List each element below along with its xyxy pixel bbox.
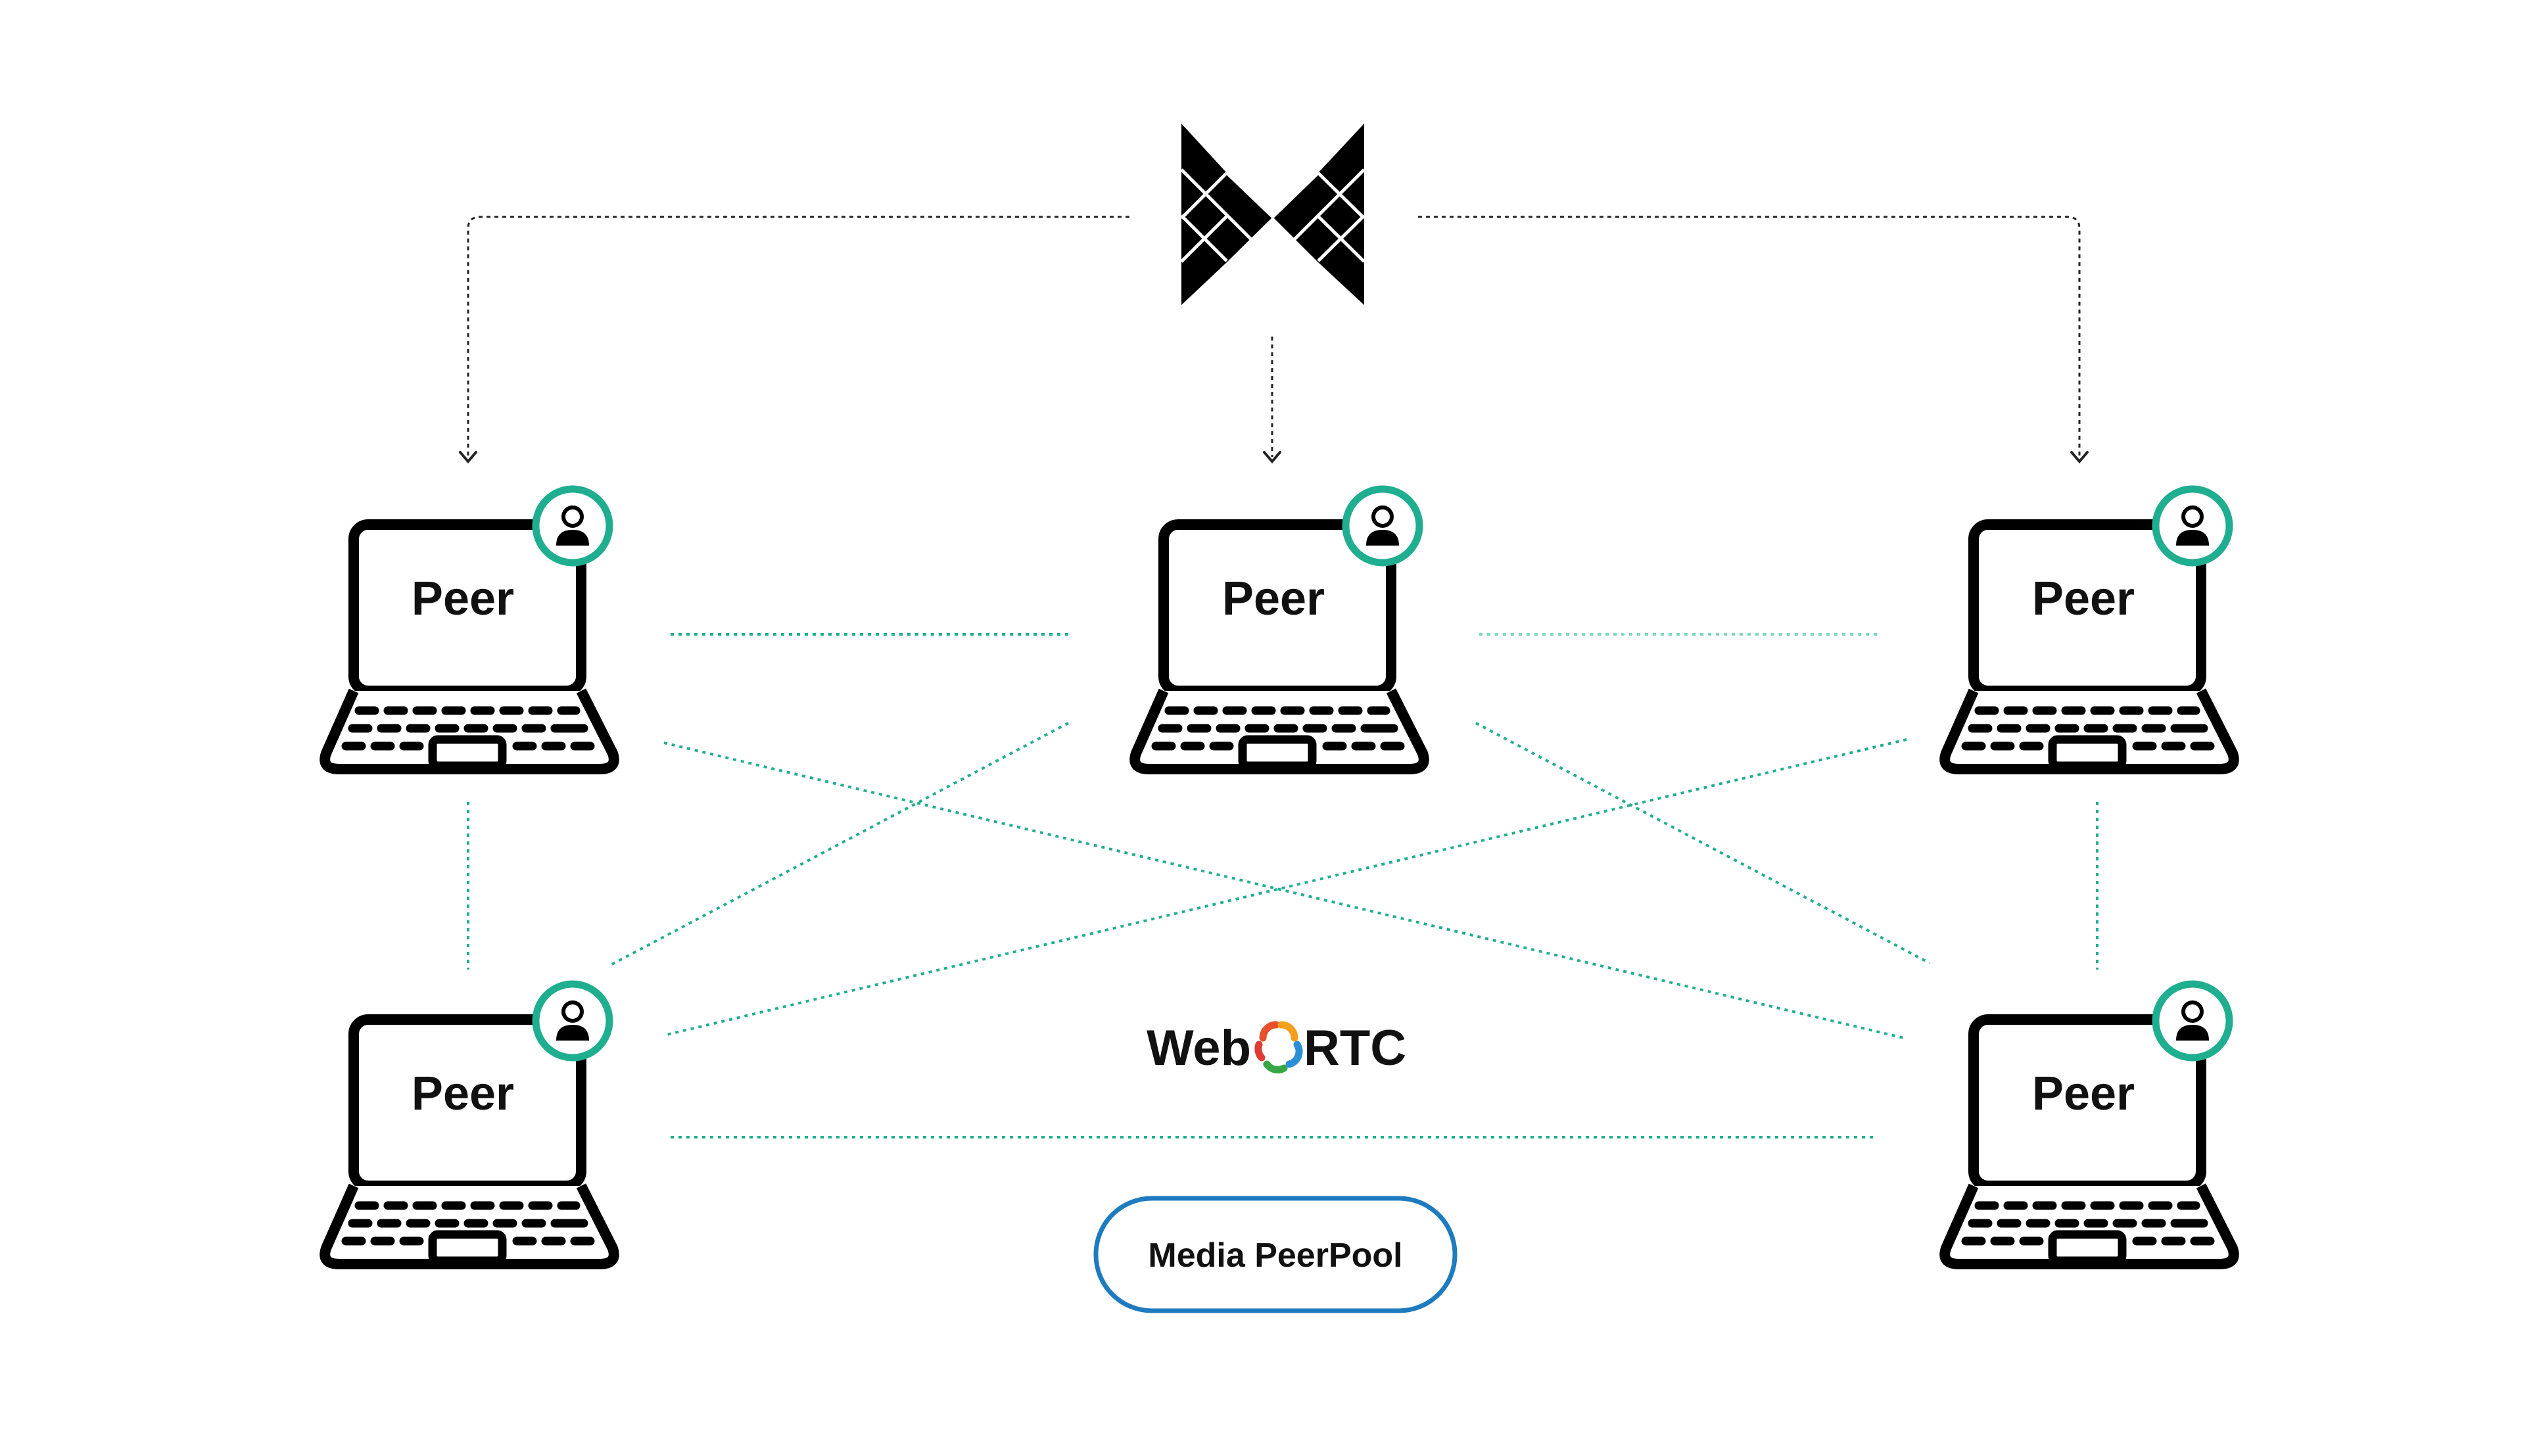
peer-bottom-right: Peer — [1945, 984, 2234, 1264]
p2p-line-top-center-bottom-left — [607, 722, 1069, 968]
webrtc-text-left: Web — [1147, 1020, 1251, 1076]
webrtc-logo: Web RTC — [1147, 1020, 1406, 1076]
user-icon — [2156, 489, 2229, 563]
signaling-line-right — [1418, 216, 2081, 457]
p2p-connections — [467, 633, 2098, 1139]
signaling-line-left — [467, 216, 1129, 457]
media-peerpool-pill — [1093, 1196, 1458, 1313]
peer-bottom-left: Peer — [325, 984, 614, 1264]
peer-label: Peer — [412, 573, 514, 625]
user-icon — [2156, 984, 2229, 1058]
webrtc-text-right: RTC — [1304, 1020, 1406, 1076]
p2p-line-top-right-bottom-left — [663, 738, 1907, 1037]
peer-label: Peer — [1222, 573, 1325, 625]
peer-label: Peer — [412, 1068, 514, 1120]
peer-top-right: Peer — [1945, 489, 2234, 769]
p2p-line-top-left-bottom-right — [663, 741, 1907, 1040]
media-peerpool-label: Media PeerPool — [1148, 1236, 1402, 1275]
signaling-arrowheads — [459, 451, 2089, 464]
user-icon — [536, 489, 609, 563]
arrow-down-icon — [459, 451, 477, 464]
peer-label: Peer — [2032, 573, 2135, 625]
arrow-down-icon — [2070, 451, 2089, 464]
media-peerpool: Media PeerPool — [1093, 1196, 1458, 1313]
peer-top-center: Peer — [1135, 489, 1424, 769]
user-icon — [536, 984, 609, 1058]
user-icon — [1346, 489, 1419, 563]
signaling-connections — [467, 216, 2081, 457]
p2p-line-top-center-bottom-right — [1475, 722, 1930, 964]
peer-label: Peer — [2032, 1068, 2135, 1120]
peer-top-left: Peer — [325, 489, 614, 769]
webrtc-logo-icon — [1254, 1021, 1303, 1073]
arrow-down-icon — [1263, 451, 1281, 464]
m-logo-icon — [1180, 124, 1365, 305]
